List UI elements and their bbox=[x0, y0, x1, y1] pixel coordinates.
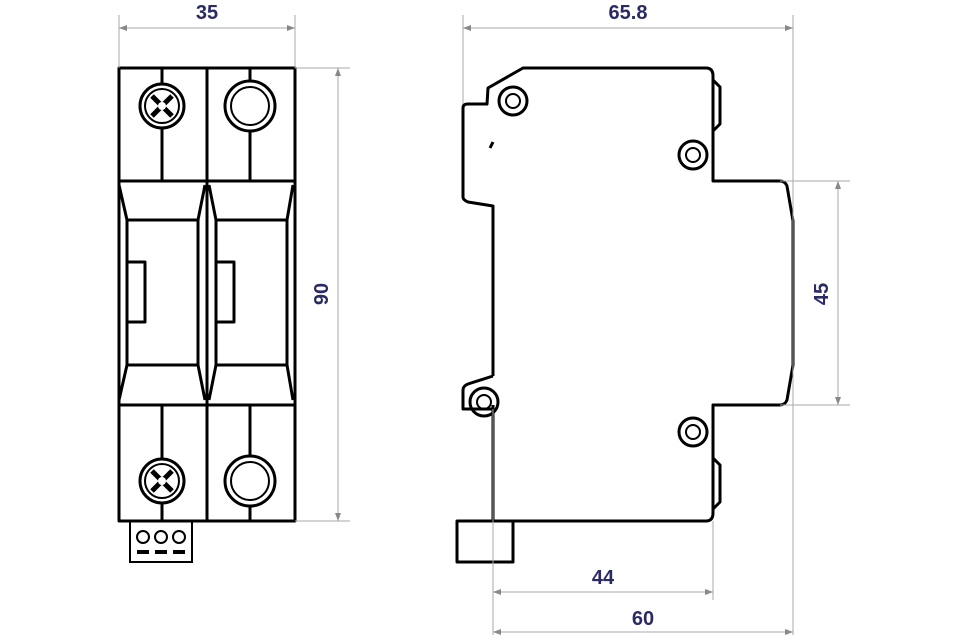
dimension-side-middle-height: 45 bbox=[811, 283, 833, 305]
indicator-window-icon bbox=[223, 79, 277, 133]
dimension-lines bbox=[118, 15, 850, 635]
dimension-depth-44: 44 bbox=[592, 567, 615, 589]
dimension-depth-60: 60 bbox=[632, 608, 654, 630]
screw-terminal-icon bbox=[138, 457, 186, 505]
dimension-front-height: 90 bbox=[311, 283, 333, 305]
remote-signal-connector bbox=[129, 520, 193, 563]
side-view bbox=[455, 66, 795, 564]
dimension-front-width: 35 bbox=[196, 2, 218, 24]
screw-terminal-icon bbox=[138, 82, 186, 130]
din-rail-clip bbox=[455, 519, 515, 564]
rivet-icon bbox=[497, 85, 529, 117]
rivet-icon bbox=[468, 386, 500, 418]
dimension-side-width: 65.8 bbox=[609, 2, 648, 24]
front-view bbox=[117, 66, 297, 563]
indicator-window-icon bbox=[223, 454, 277, 508]
rivet-icon bbox=[677, 139, 709, 171]
rivet-icon bbox=[677, 416, 709, 448]
